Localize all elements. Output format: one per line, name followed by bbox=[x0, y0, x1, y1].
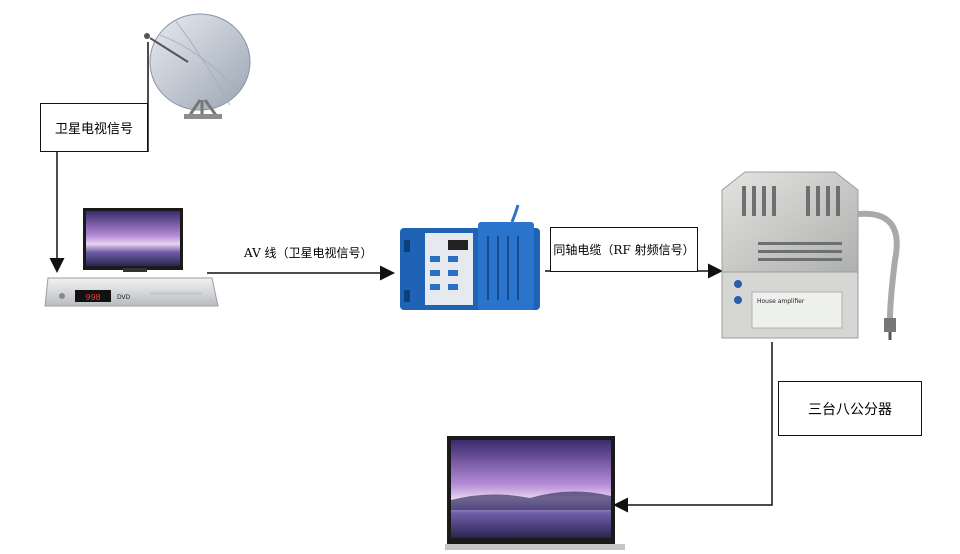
splitter-label: 三台八公分器 bbox=[778, 381, 922, 436]
house-amplifier: House amplifier bbox=[721, 171, 900, 340]
splitter-text: 三台八公分器 bbox=[808, 401, 892, 418]
receiver-display-text: 998 bbox=[85, 293, 100, 302]
coax-cable-label: 同轴电缆（RF 射频信号） bbox=[550, 227, 698, 272]
satellite-signal-text: 卫星电视信号 bbox=[54, 122, 133, 137]
receiver-set: 998 DVD bbox=[44, 208, 219, 307]
television bbox=[445, 436, 625, 550]
amplifier-title-text: House amplifier bbox=[757, 298, 805, 305]
satellite-dish bbox=[144, 13, 251, 119]
satellite-signal-label: 卫星电视信号 bbox=[40, 103, 148, 152]
rf-modulator bbox=[400, 204, 540, 310]
coax-cable-text: 同轴电缆（RF 射频信号） bbox=[553, 243, 695, 257]
av-cable-label: AV 线（卫星电视信号） bbox=[244, 246, 373, 260]
receiver-badge-text: DVD bbox=[117, 294, 131, 301]
